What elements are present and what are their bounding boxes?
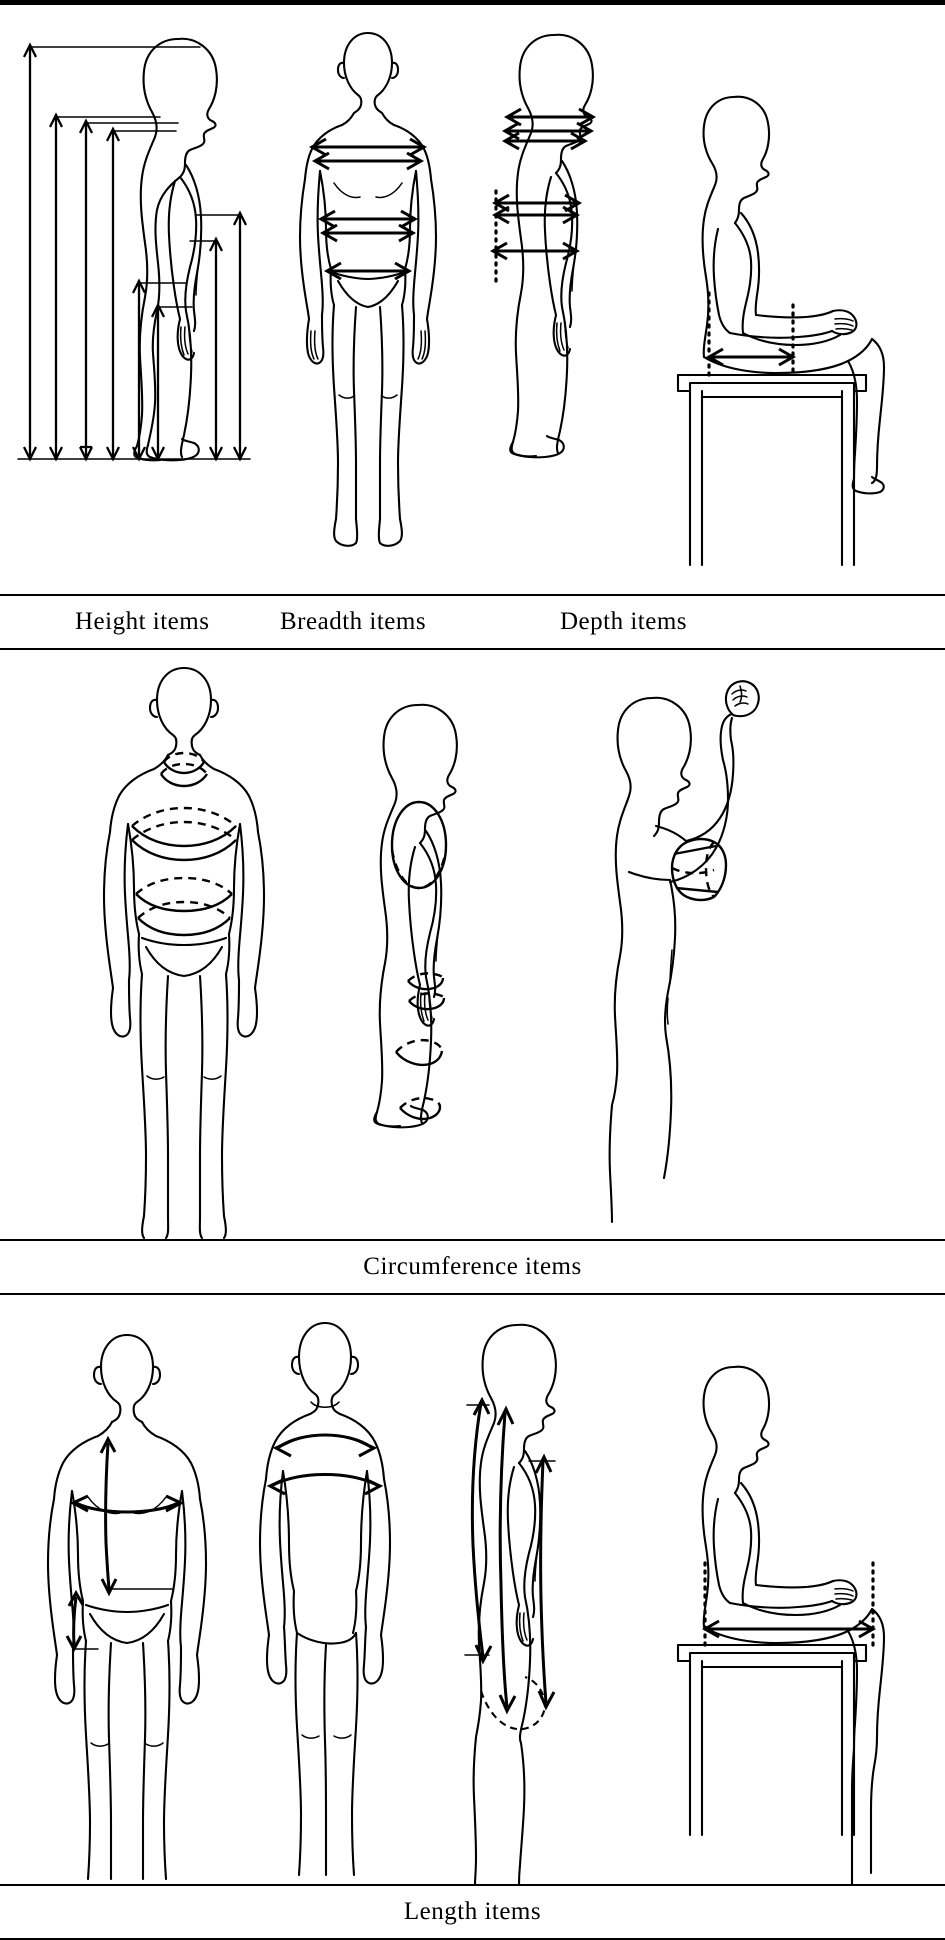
figure-circumference-side <box>330 650 530 1239</box>
figure-length-front <box>20 1295 235 1884</box>
figure-length-side <box>425 1295 625 1886</box>
figure-height-side <box>0 5 275 594</box>
figure-circumference-arm <box>560 650 790 1239</box>
figure-depth-side <box>450 5 660 594</box>
figure-length-seated <box>672 1295 945 1886</box>
label-row-1: Height items Breadth items Depth items <box>0 594 945 650</box>
figure-breadth-front <box>268 5 468 594</box>
panel-row-length <box>0 1295 945 1886</box>
label-row-2: Circumference items <box>0 1239 945 1295</box>
label-depth-items: Depth items <box>560 608 688 635</box>
figure-depth-seated <box>672 5 945 594</box>
label-row-3: Length items <box>0 1884 945 1940</box>
panel-row-circumference <box>0 650 945 1240</box>
label-length-items: Length items <box>403 1898 542 1925</box>
panel-row-height-breadth-depth <box>0 5 945 594</box>
label-circumference-items: Circumference items <box>363 1253 582 1280</box>
figure-length-back <box>225 1295 425 1884</box>
label-height-items: Height items <box>75 608 210 635</box>
figure-circumference-front <box>60 650 310 1240</box>
label-breadth-items: Breadth items <box>280 608 427 635</box>
